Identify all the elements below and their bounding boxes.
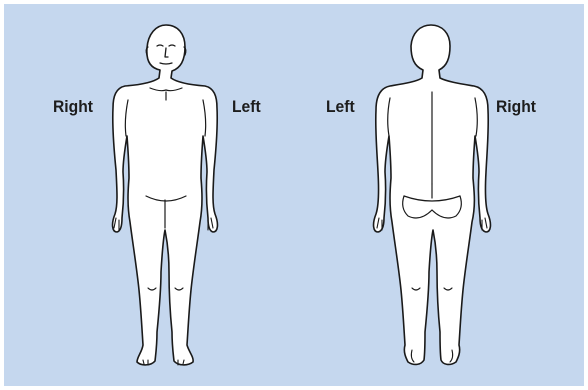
back-right-side-label: Right <box>496 97 536 117</box>
back-left-side-label: Left <box>326 97 355 117</box>
back-body-figure <box>374 25 491 364</box>
front-right-side-label: Right <box>53 97 93 117</box>
front-body-figure <box>113 25 218 365</box>
front-body-outline <box>113 25 218 365</box>
front-left-side-label: Left <box>232 97 261 117</box>
